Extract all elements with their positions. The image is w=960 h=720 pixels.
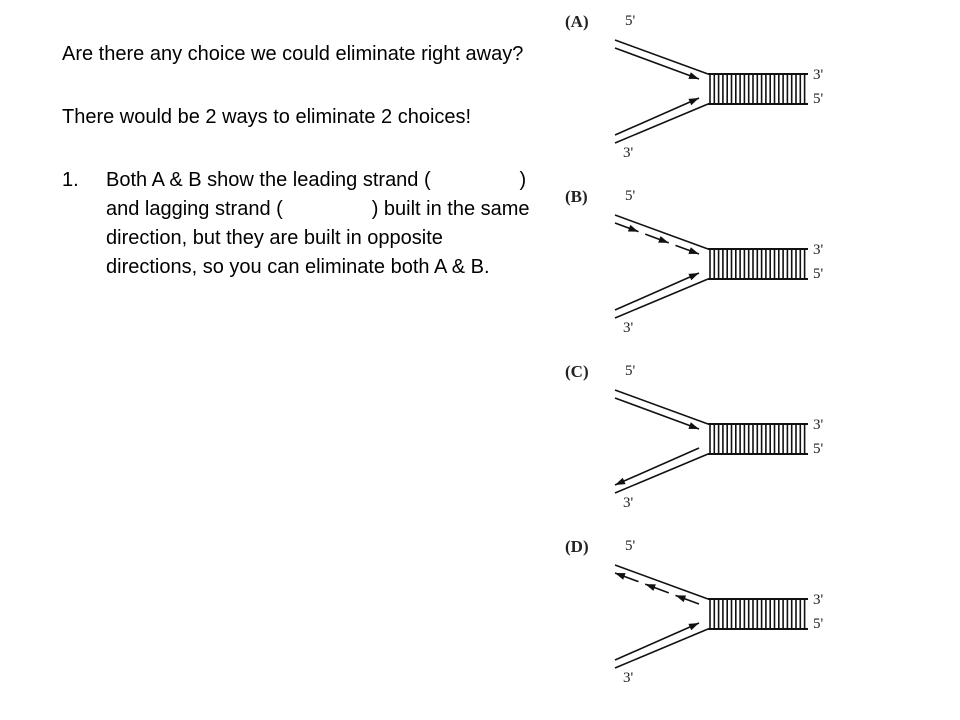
top-parental-strand: [614, 39, 709, 75]
bottom-strand-arrowhead: [615, 477, 626, 485]
bottom-parental-strand: [614, 628, 709, 669]
double-helix-ladder: [708, 73, 808, 105]
choice-label: (B): [565, 187, 588, 206]
list-item-text: Both A & B show the leading strand ( ) a…: [106, 169, 536, 278]
top-strand-arrowhead: [615, 573, 626, 580]
top-strand-arrowhead: [688, 72, 699, 79]
bottom-strand-arrowhead: [688, 98, 699, 106]
bottom-new-strand: [614, 272, 700, 311]
replication-fork-diagram: (D) 5' 3' 3' 5': [565, 537, 824, 686]
top-strand-arrowhead: [627, 224, 639, 232]
question-paragraph: Are there any choice we could eliminate …: [62, 43, 524, 65]
top-end-label: 5': [625, 538, 636, 554]
double-helix-ladder: [708, 598, 808, 630]
top-end-label: 5': [625, 13, 636, 29]
bottom-new-strand: [614, 447, 700, 486]
bottom-new-strand: [614, 97, 700, 136]
top-new-strand: [614, 47, 700, 80]
right-top-end-label: 3': [813, 417, 824, 433]
choice-label: (C): [565, 362, 589, 381]
top-end-label: 5': [625, 188, 636, 204]
right-bottom-end-label: 5': [813, 616, 824, 632]
right-bottom-end-label: 5': [813, 91, 824, 107]
top-strand-arrowhead: [688, 247, 699, 254]
replication-fork-diagram: (C) 5' 3' 3' 5': [565, 362, 824, 511]
bottom-parental-strand: [614, 453, 709, 494]
list-number: 1.: [62, 169, 79, 191]
choice-panel: (A) 5' 3' 3' 5': [555, 5, 855, 175]
right-top-end-label: 3': [813, 242, 824, 258]
top-strand-arrowhead: [688, 422, 699, 429]
top-strand-arrowhead: [658, 236, 669, 243]
top-strand-arrowhead: [645, 584, 656, 591]
bottom-parental-strand: [614, 278, 709, 319]
replication-fork-diagram: (B) 5' 3' 3' 5': [565, 187, 824, 336]
double-helix-ladder: [708, 423, 808, 455]
top-new-strand: [614, 222, 700, 255]
choice-panel: (B) 5' 3' 3' 5': [555, 180, 855, 350]
bottom-end-label: 3': [623, 145, 634, 161]
right-top-end-label: 3': [813, 592, 824, 608]
explanation-text: Are there any choice we could eliminate …: [62, 40, 537, 282]
right-bottom-end-label: 5': [813, 266, 824, 282]
top-parental-strand: [614, 214, 709, 250]
bottom-end-label: 3': [623, 670, 634, 686]
bottom-end-label: 3': [623, 320, 634, 336]
choice-panel: (D) 5' 3' 3' 5': [555, 530, 855, 700]
right-top-end-label: 3': [813, 67, 824, 83]
bottom-strand-arrowhead: [688, 623, 699, 631]
bottom-strand-arrowhead: [688, 273, 699, 281]
explanation-list-item: 1. Both A & B show the leading strand ( …: [62, 166, 537, 282]
hint-paragraph: There would be 2 ways to eliminate 2 cho…: [62, 106, 472, 128]
replication-fork-diagram: (A) 5' 3' 3' 5': [565, 12, 824, 161]
top-strand-arrowhead: [675, 595, 687, 603]
choice-label: (A): [565, 12, 589, 31]
top-parental-strand: [614, 389, 709, 425]
bottom-new-strand: [614, 622, 700, 661]
choice-label: (D): [565, 537, 589, 556]
right-bottom-end-label: 5': [813, 441, 824, 457]
top-new-strand: [614, 572, 700, 605]
top-new-strand: [614, 397, 700, 430]
choice-panel: (C) 5' 3' 3' 5': [555, 355, 855, 525]
bottom-parental-strand: [614, 103, 709, 144]
double-helix-ladder: [708, 248, 808, 280]
bottom-end-label: 3': [623, 495, 634, 511]
top-parental-strand: [614, 564, 709, 600]
top-end-label: 5': [625, 363, 636, 379]
